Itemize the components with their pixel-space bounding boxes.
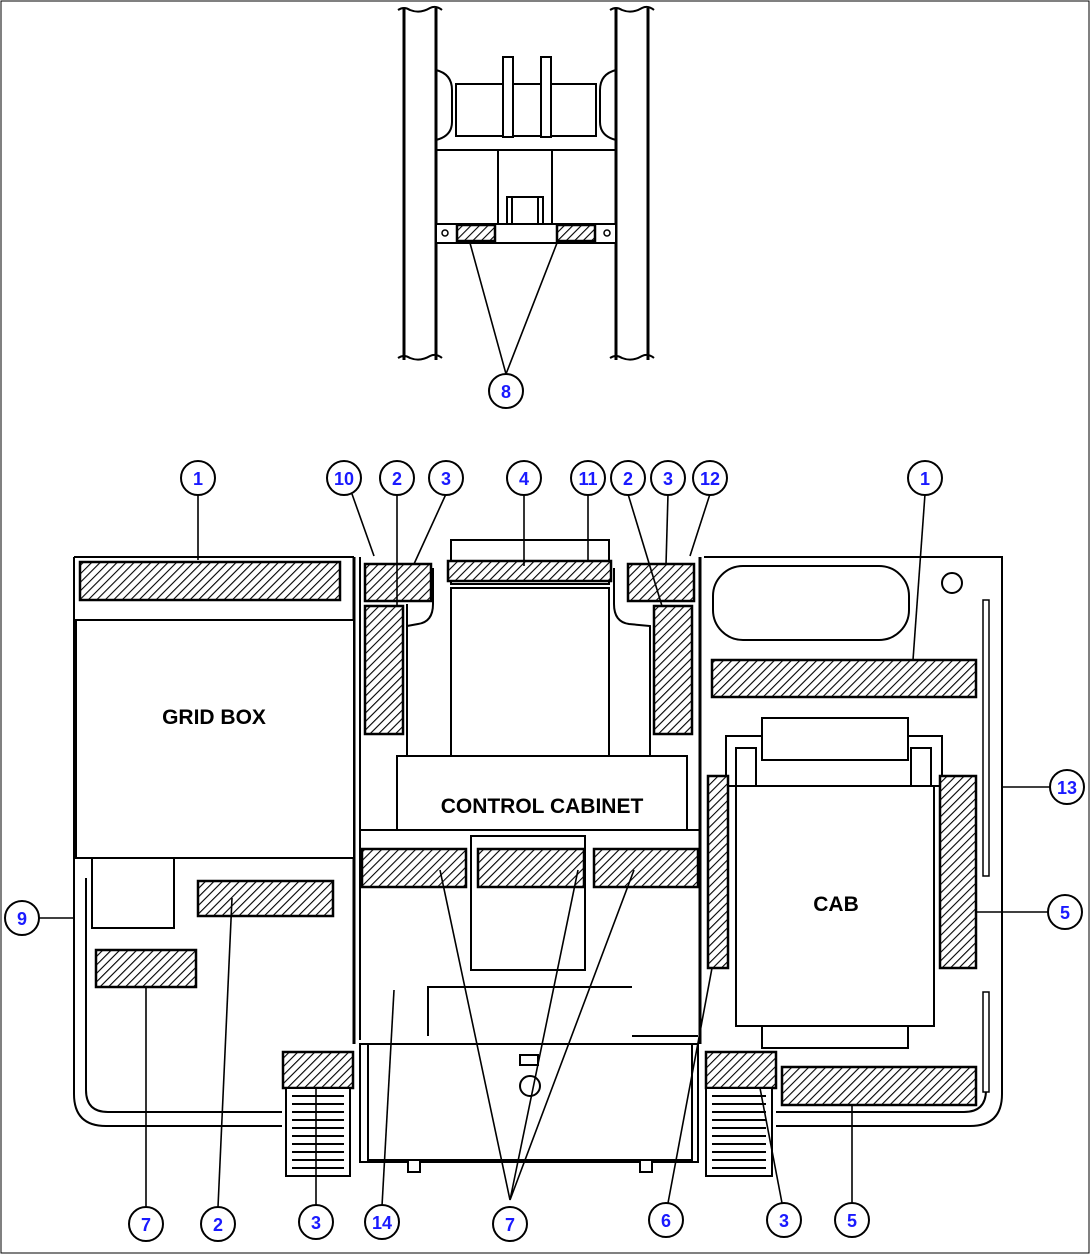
callout-14: 14 bbox=[364, 1204, 400, 1240]
callout-1-right: 1 bbox=[907, 460, 943, 496]
callout-6: 6 bbox=[648, 1202, 684, 1238]
callout-3-bottom-right: 3 bbox=[766, 1202, 802, 1238]
svg-text:10: 10 bbox=[334, 469, 354, 489]
svg-text:11: 11 bbox=[578, 469, 597, 489]
svg-text:8: 8 bbox=[501, 382, 511, 402]
control-cabinet-label: CONTROL CABINET bbox=[441, 795, 644, 818]
left-steps bbox=[281, 1050, 355, 1177]
callout-2-top-left: 2 bbox=[379, 460, 415, 496]
svg-text:7: 7 bbox=[141, 1215, 151, 1235]
callout-2-top-right: 2 bbox=[610, 460, 646, 496]
svg-text:1: 1 bbox=[193, 469, 203, 489]
callout-8: 8 bbox=[488, 373, 524, 409]
svg-text:3: 3 bbox=[441, 469, 451, 489]
callout-5-bottom: 5 bbox=[834, 1202, 870, 1238]
callout-12: 12 bbox=[692, 460, 728, 496]
svg-text:7: 7 bbox=[505, 1215, 515, 1235]
svg-text:1: 1 bbox=[920, 469, 930, 489]
svg-text:3: 3 bbox=[779, 1211, 789, 1231]
grid-box-area: GRID BOX bbox=[75, 560, 355, 989]
svg-text:13: 13 bbox=[1057, 778, 1077, 798]
callout-4: 4 bbox=[506, 460, 542, 496]
control-cabinet-area: CONTROL CABINET bbox=[359, 539, 700, 1173]
callout-3-bottom-left: 3 bbox=[298, 1204, 334, 1240]
svg-text:5: 5 bbox=[847, 1211, 857, 1231]
svg-text:2: 2 bbox=[213, 1215, 223, 1235]
callout-1-left: 1 bbox=[180, 460, 216, 496]
callout-7-left: 7 bbox=[128, 1206, 164, 1242]
callout-13: 13 bbox=[1049, 769, 1085, 805]
grid-box-label: GRID BOX bbox=[162, 706, 266, 729]
svg-text:4: 4 bbox=[519, 469, 529, 489]
frame-top-view bbox=[397, 5, 655, 361]
svg-text:2: 2 bbox=[392, 469, 402, 489]
cab-area: CAB bbox=[706, 565, 978, 1107]
svg-text:12: 12 bbox=[700, 469, 720, 489]
svg-text:3: 3 bbox=[663, 469, 673, 489]
svg-text:3: 3 bbox=[311, 1213, 321, 1233]
cab-label: CAB bbox=[813, 893, 859, 916]
callouts: 8 1 10 2 3 4 11 2 3 12 1 13 9 5 7 2 3 14… bbox=[4, 373, 1085, 1242]
callout-3-top-left: 3 bbox=[428, 460, 464, 496]
svg-text:5: 5 bbox=[1060, 903, 1070, 923]
callout-7-center: 7 bbox=[492, 1206, 528, 1242]
svg-text:14: 14 bbox=[372, 1213, 392, 1233]
callout-3-top-right: 3 bbox=[650, 460, 686, 496]
right-steps bbox=[704, 1050, 778, 1177]
svg-text:2: 2 bbox=[623, 469, 633, 489]
callout-2-bottom: 2 bbox=[200, 1206, 236, 1242]
callout-11: 11 bbox=[570, 460, 606, 496]
callout-5-right: 5 bbox=[1047, 894, 1083, 930]
svg-text:6: 6 bbox=[661, 1211, 671, 1231]
leader-lines bbox=[38, 242, 1050, 1208]
callout-10: 10 bbox=[326, 460, 362, 496]
callout-9: 9 bbox=[4, 900, 40, 936]
svg-text:9: 9 bbox=[17, 909, 27, 929]
deck-outline bbox=[73, 556, 1003, 1127]
